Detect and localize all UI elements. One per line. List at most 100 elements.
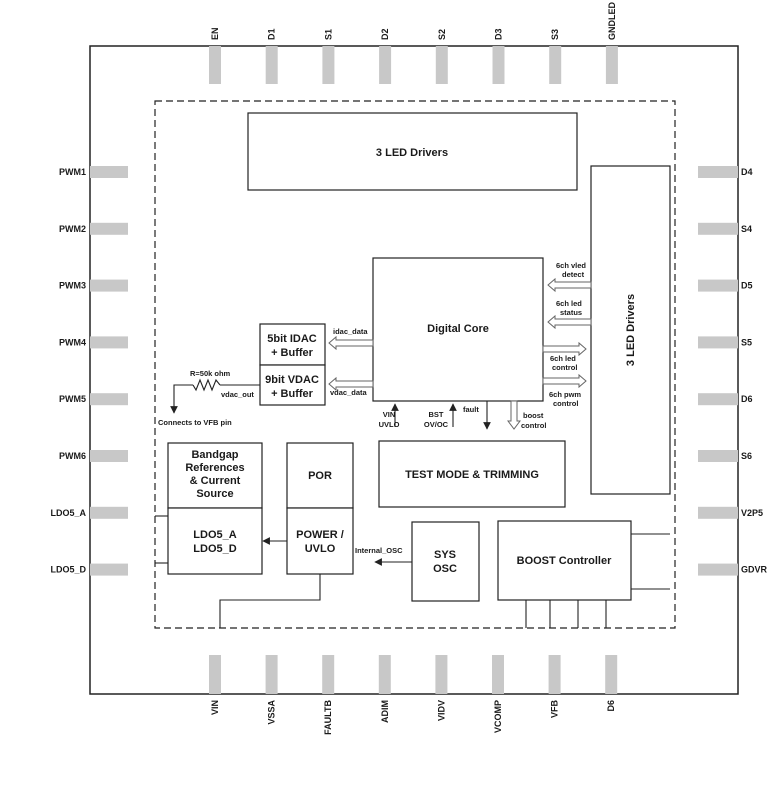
bandgap-label-line2: References <box>185 462 244 474</box>
pin-label-bottom-vcomp: VCOMP <box>493 700 503 733</box>
pin-label-left-pwm2: PWM2 <box>59 224 86 234</box>
pin-top-d2 <box>379 46 392 84</box>
pin-label-top-d2: D2 <box>380 28 390 40</box>
pin-right-d6 <box>698 393 738 406</box>
pin-right-s6 <box>698 450 738 462</box>
pin-label-right-d4: D4 <box>741 167 753 177</box>
pin-label-left-pwm3: PWM3 <box>59 281 86 291</box>
pin-label-bottom-faultb: FAULTB <box>323 700 333 735</box>
pin-label-right-s5: S5 <box>741 337 752 347</box>
sys-osc-block <box>411 521 480 602</box>
pin-left-pwm1 <box>90 166 128 178</box>
pin-bottom-vfb <box>548 655 561 694</box>
pin-top-en <box>209 46 221 84</box>
pin-label-bottom-adim: ADIM <box>380 700 390 723</box>
vled-detect-label-line2: detect <box>562 270 585 279</box>
vfb-note-label: Connects to VFB pin <box>158 418 232 427</box>
pin-left-pwm3 <box>90 279 128 292</box>
pin-right-s5 <box>698 336 738 349</box>
pin-bottom-vidv <box>435 655 448 694</box>
bandgap-label-line1: Bandgap <box>191 449 238 461</box>
pin-right-d4 <box>698 166 738 178</box>
boost-control-bus-arrow <box>507 400 521 430</box>
power-uvlo-label-line2: UVLO <box>305 543 336 555</box>
power-uvlo-block <box>286 507 354 575</box>
ldo-label-line1: LDO5_A <box>193 529 236 541</box>
pin-top-s2 <box>435 46 448 84</box>
vin-bus-wire <box>219 574 321 628</box>
led-drivers-right-label: 3 LED Drivers <box>625 294 637 366</box>
boost-controller-block <box>497 520 632 601</box>
pin-right-gdvr <box>698 563 738 576</box>
ldo-block <box>167 507 263 575</box>
pin-label-left-pwm4: PWM4 <box>59 337 86 347</box>
pin-right-d5 <box>698 279 738 292</box>
test-mode-label: TEST MODE & TRIMMING <box>405 469 539 481</box>
led-control-label-line2: control <box>552 363 577 372</box>
bandgap-label-line4: Source <box>196 488 233 500</box>
pin-left-ldo5-a <box>90 506 128 519</box>
idac-label-line1: 5bit IDAC <box>267 333 317 345</box>
vdac-data-label: vdac_data <box>330 388 368 397</box>
pin-label-top-gndled: GNDLED <box>607 2 617 41</box>
idac-label-line2: + Buffer <box>271 347 314 359</box>
pin-right-s4 <box>698 222 738 235</box>
pin-label-right-gdvr: GDVR <box>741 565 768 575</box>
led-status-label-line2: status <box>560 308 582 317</box>
pin-label-bottom-vin: VIN <box>210 700 220 715</box>
vdac-data-bus-arrow <box>328 376 374 392</box>
pin-bottom-faultb <box>322 655 335 694</box>
digital-core-label: Digital Core <box>427 323 489 335</box>
pin-label-right-d5: D5 <box>741 281 753 291</box>
pin-label-top-en: EN <box>210 27 220 40</box>
pin-label-top-s3: S3 <box>550 29 560 40</box>
pwm-control-label-line2: control <box>553 399 578 408</box>
led-control-bus-arrow <box>542 341 587 357</box>
pin-top-d3 <box>492 46 505 84</box>
led-drivers-top-block <box>247 112 578 191</box>
idac-data-bus-arrow <box>328 335 374 351</box>
pin-label-left-pwm1: PWM1 <box>59 167 86 177</box>
pwm-control-bus-arrow <box>542 373 587 389</box>
internal-osc-label: Internal_OSC <box>355 546 403 555</box>
pin-label-left-pwm5: PWM5 <box>59 394 86 404</box>
pin-label-bottom-vidv: VIDV <box>436 700 446 721</box>
boost-control-label-line1: boost <box>523 411 544 420</box>
por-block <box>286 442 354 509</box>
pin-left-pwm6 <box>90 450 128 462</box>
ldo-label-line2: LDO5_D <box>193 543 236 555</box>
pin-bottom-d6 <box>605 655 618 694</box>
vfb-connection-wire <box>170 384 193 414</box>
pin-label-left-ldo5-a: LDO5_A <box>50 508 86 518</box>
sys-osc-label-line2: OSC <box>433 563 457 575</box>
pin-top-s3 <box>549 46 562 84</box>
pin-label-right-s6: S6 <box>741 451 752 461</box>
pin-label-bottom-vfb: VFB <box>550 699 560 718</box>
led-drivers-top-label: 3 LED Drivers <box>376 147 448 159</box>
pin-label-top-d1: D1 <box>267 28 277 40</box>
pin-top-d1 <box>265 46 278 84</box>
pin-label-right-v2p5: V2P5 <box>741 508 763 518</box>
vdac-label-line1: 9bit VDAC <box>265 374 319 386</box>
resistor-label: R=50k ohm <box>190 369 231 378</box>
led-control-label-line1: 6ch led <box>550 354 576 363</box>
vdac-block <box>259 364 326 406</box>
pin-left-ldo5-d <box>90 563 128 576</box>
pin-label-top-d3: D3 <box>494 28 504 40</box>
fault-label: fault <box>463 405 479 414</box>
por-label: POR <box>308 470 332 482</box>
bst-ovoc-label-line1: BST <box>429 410 444 419</box>
pin-top-s1 <box>322 46 335 84</box>
resistor-symbol <box>192 378 221 392</box>
die-boundary <box>154 100 676 629</box>
vdac-out-label: vdac_out <box>221 390 254 399</box>
pin-left-pwm2 <box>90 222 128 235</box>
boost-controller-label: BOOST Controller <box>517 555 612 567</box>
pin-left-pwm5 <box>90 393 128 406</box>
vled-detect-bus-arrow <box>547 277 592 293</box>
idac-block <box>259 323 326 366</box>
boost-control-label-line2: control <box>521 421 546 430</box>
led-drivers-right-block <box>590 165 671 495</box>
vin-uvlo-label-line1: VIN <box>383 410 396 419</box>
